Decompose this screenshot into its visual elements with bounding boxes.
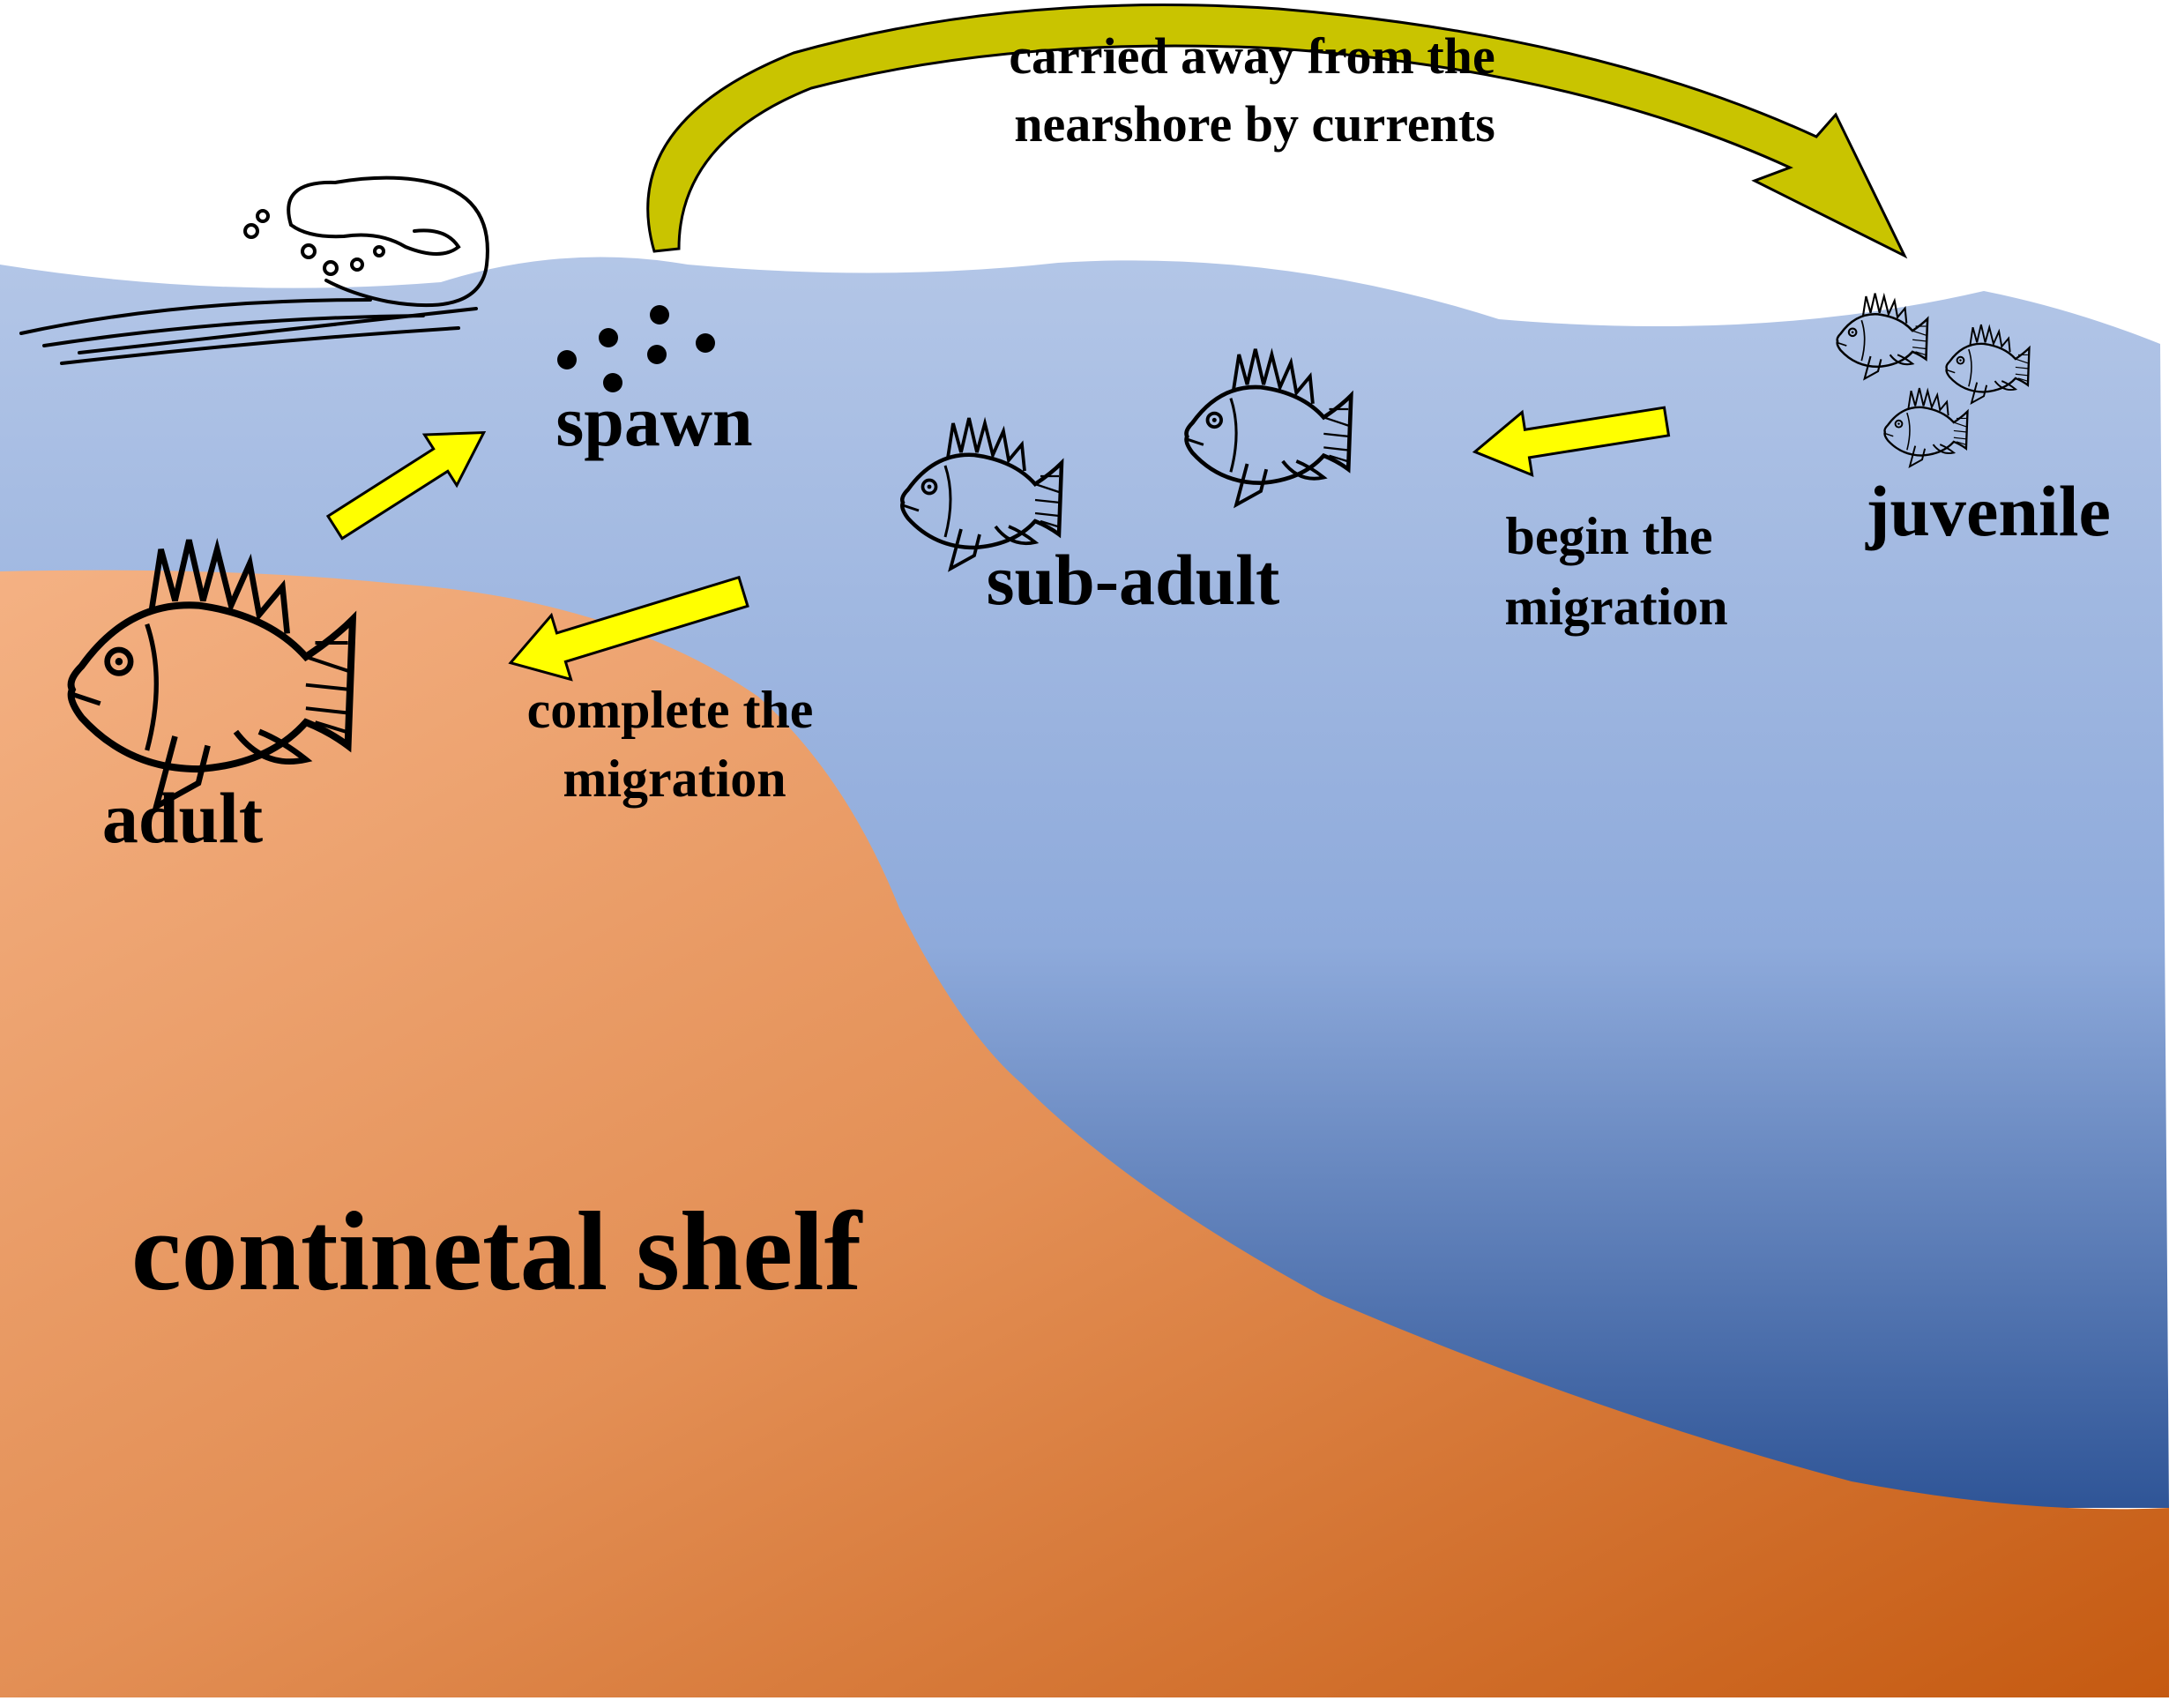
arc-caption-line-2: nearshore by currents (1014, 95, 1495, 153)
label-sub-adult: sub-adult (987, 540, 1280, 620)
label-begin-migration-line-2: migration (1504, 578, 1727, 636)
label-complete-migration-line-2: migration (563, 750, 786, 808)
label-complete-migration-line-1: complete the (527, 681, 814, 739)
current-arc-arrow (646, 4, 1908, 259)
wave-icon (19, 175, 489, 365)
spawn-eggs (557, 305, 715, 392)
label-adult: adult (102, 778, 263, 858)
label-spawn: spawn (555, 381, 752, 461)
arrow-complete-migration (508, 575, 749, 682)
label-continental-shelf: continetal shelf (131, 1189, 863, 1314)
arc-caption-line-1: carried away from the (1009, 27, 1495, 85)
label-juvenile: juvenile (1865, 471, 2111, 551)
label-begin-migration-line-1: begin the (1505, 507, 1712, 565)
arrow-begin-migration (1472, 406, 1671, 477)
arrow-adult-to-spawn (325, 430, 487, 541)
continental-shelf (0, 570, 2169, 1697)
